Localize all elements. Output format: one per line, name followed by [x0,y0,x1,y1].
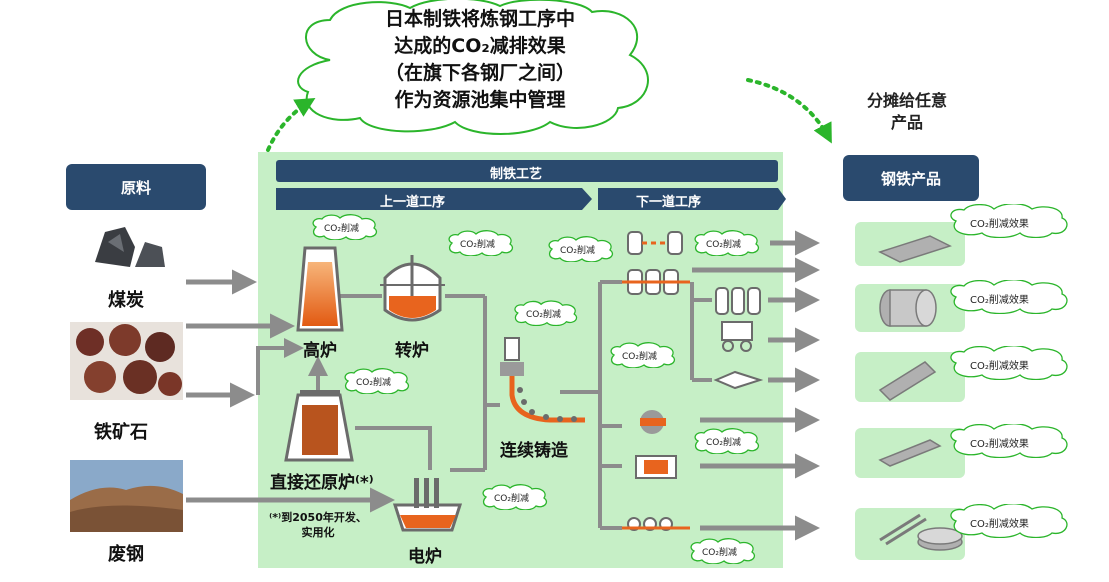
raw-materials-header: 原料 [66,164,206,210]
coal-image [90,222,170,272]
co2-reduction-bubble: CO₂削减 [686,538,758,564]
product-co2-effect-bubble: CO₂削减效果 [944,204,1072,238]
header-cloud-line-1: 日本制铁将炼钢工序中 [384,8,575,30]
continuous-casting-label: 连续铸造 [500,441,568,461]
header-cloud-shape [297,0,649,135]
co2-reduction-bubble-text: CO₂削减 [324,224,359,234]
product-co2-effect-text: CO₂削减效果 [970,219,1029,230]
bubble-cloud-shape [694,230,760,256]
allocation-line-2: 产品 [890,113,923,132]
co2-reduction-bubble-text: CO₂削减 [494,494,529,504]
co2-reduction-bubble-text: CO₂削减 [702,548,737,558]
right-dotted-arrow [746,78,832,144]
process-header: 制铁工艺 [490,167,543,182]
co2-reduction-bubble-text: CO₂削减 [706,438,741,448]
co2-reduction-bubble: CO₂削减 [340,368,412,394]
converter-label: 转炉 [395,341,429,361]
left-dotted-arrow [266,97,316,152]
bubble-cloud-shape [950,280,1068,314]
bubble-cloud-shape [610,342,676,368]
product-co2-effect-bubble: CO₂削减效果 [944,346,1072,380]
product-co2-effect-text: CO₂削减效果 [970,439,1029,450]
allocation-label: 分摊给任意 产品 [842,90,972,134]
footnote-line-1: ⁽*⁾到2050年开发、 [269,511,367,524]
co2-reduction-bubble: CO₂削减 [510,300,580,326]
bubble-cloud-shape [950,346,1068,380]
bubble-cloud-shape [950,204,1068,238]
bubble-cloud-shape [482,484,548,510]
co2-reduction-bubble-text: CO₂削减 [460,240,495,250]
product-co2-effect-bubble: CO₂削减效果 [944,424,1072,458]
bubble-cloud-shape [312,214,378,240]
co2-reduction-bubble-text: CO₂削减 [356,378,391,388]
downstream-label: 下一道工序 [636,195,702,210]
blast-furnace-drawing [296,246,344,332]
products-header: 钢铁产品 [843,155,979,201]
co2-reduction-bubble: CO₂削减 [478,484,550,510]
footnote: ⁽*⁾到2050年开发、 实用化 [268,510,368,540]
bubble-cloud-shape [344,368,410,394]
co2-reduction-bubble: CO₂削减 [690,428,762,454]
product-co2-effect-text: CO₂削减效果 [970,519,1029,530]
product-co2-effect-bubble: CO₂削减效果 [944,504,1072,538]
bubble-cloud-shape [514,300,578,326]
bubble-cloud-shape [950,504,1068,538]
electric-furnace-label: 电炉 [408,547,442,567]
product-co2-effect-bubble: CO₂削减效果 [944,280,1072,314]
allocation-line-1: 分摊给任意 [866,91,947,110]
co2-reduction-bubble-text: CO₂削减 [526,310,561,320]
header-cloud-line-4: 作为资源池集中管理 [394,89,566,111]
iron-ore-image [70,322,183,400]
raw-material-iron-ore-label: 铁矿石 [94,422,148,443]
rolling-mill-drawings [622,231,764,531]
co2-reduction-bubble: CO₂削减 [690,230,762,256]
co2-reduction-bubble: CO₂削减 [444,230,516,256]
header-cloud-text: 日本制铁将炼钢工序中 达成的CO₂减排效果 （在旗下各钢厂之间） 作为资源池集中… [345,6,615,114]
bubble-cloud-shape [448,230,514,256]
co2-reduction-bubble-text: CO₂削减 [560,246,595,256]
continuous-casting-drawing [500,337,585,423]
product-co2-effect-text: CO₂削减效果 [970,361,1029,372]
converter-drawing [380,255,445,322]
co2-reduction-bubble: CO₂削减 [544,236,616,262]
blast-furnace-label: 高炉 [303,341,337,361]
footnote-line-2: 实用化 [301,526,335,539]
scrap-steel-image [70,460,183,532]
co2-reduction-bubble: CO₂削减 [606,342,678,368]
co2-reduction-bubble-text: CO₂削减 [706,240,741,250]
raw-material-coal-label: 煤炭 [108,290,144,311]
product-icons [878,235,963,551]
co2-reduction-bubble: CO₂削减 [308,214,380,240]
direct-reduction-label: 直接还原炉⁽*⁾ [270,473,374,493]
upstream-label: 上一道工序 [380,195,446,210]
bubble-cloud-shape [694,428,760,454]
bubble-cloud-shape [690,538,756,564]
co2-reduction-bubble-text: CO₂削减 [622,352,657,362]
product-co2-effect-text: CO₂削减效果 [970,295,1029,306]
bubble-cloud-shape [950,424,1068,458]
direct-reduction-drawing [284,390,354,462]
header-cloud-line-2: 达成的CO₂减排效果 [394,35,566,57]
raw-material-scrap-label: 废钢 [108,544,144,565]
header-cloud-line-3: （在旗下各钢厂之间） [384,62,575,84]
bubble-cloud-shape [548,236,614,262]
electric-furnace-drawing [392,478,463,532]
